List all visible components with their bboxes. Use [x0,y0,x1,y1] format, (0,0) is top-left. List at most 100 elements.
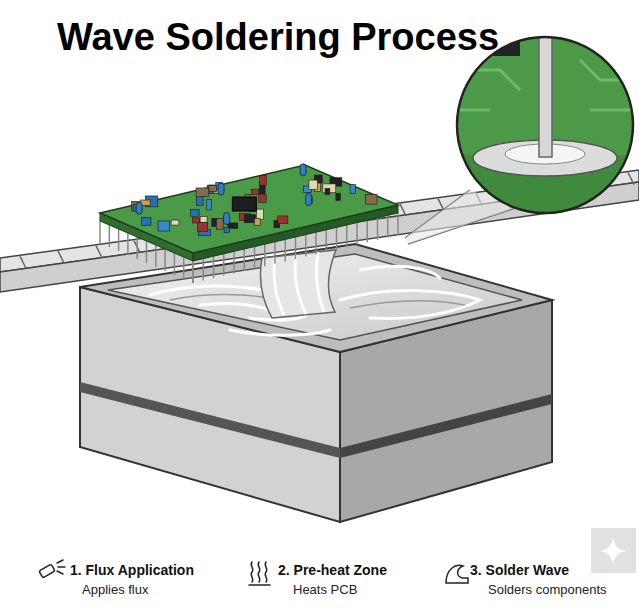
pin [213,256,215,278]
conveyor-slat [628,173,634,185]
pin [146,241,148,263]
component [259,194,266,202]
heat-wave [251,562,253,582]
solder-wave [260,250,336,318]
conveyor-slat [20,256,26,268]
pin [285,239,287,261]
conveyor-slat [96,246,102,258]
pin [203,259,205,281]
trace [580,60,639,80]
pin [244,249,246,271]
step-heading: 2. Pre-heat Zone [278,562,387,578]
pin [223,254,225,276]
component [193,218,200,223]
spray [58,566,65,568]
pin [136,237,138,259]
wave-symbol [446,565,468,583]
component [171,220,179,225]
pin [183,257,185,279]
pin [192,261,194,283]
swirl [350,301,465,308]
wave-stripe [295,255,306,314]
capacitor [218,183,224,195]
component [325,188,330,194]
pin [377,218,379,240]
zoom-callout [405,35,639,244]
trace [460,109,490,112]
pcb-components [132,164,377,236]
conveyor-slat [438,199,444,211]
component [142,218,151,226]
pin [367,220,369,242]
pin [274,242,276,264]
pin [305,235,307,257]
capacitor [306,193,312,205]
component [207,199,212,210]
pin [109,225,111,247]
pin [233,251,235,273]
ic-chip [232,197,256,211]
spray [57,571,63,574]
pin [164,249,166,271]
component [224,227,230,232]
component [350,184,355,193]
step-heading: 3. Solder Wave [470,562,569,578]
tank-band [80,382,340,458]
step-description: Heats PCB [293,582,357,597]
sparkle-badge [591,528,636,573]
pin [397,213,399,235]
pcb [100,164,398,283]
pin [326,230,328,252]
component [196,188,209,196]
heat-base [249,584,270,586]
component [252,189,259,194]
pcb-board [100,165,398,253]
step-description: Solders components [488,582,607,597]
zoom-circle [457,37,633,213]
step-description: Applies flux [82,582,148,597]
pin [99,221,101,243]
pin [346,225,348,247]
component [190,209,199,216]
step-heading: 1. Flux Application [70,562,194,578]
pin [254,247,256,269]
solder-tank [80,244,552,522]
zoom-board [455,35,635,215]
component [197,222,207,231]
pin [264,244,266,266]
heat-wave [265,562,267,582]
wave-stripe [316,252,324,312]
capacitor [300,164,306,176]
component [260,176,266,186]
component [196,196,203,206]
component [255,218,261,225]
component [209,186,217,192]
pin [336,227,338,249]
component [216,219,223,229]
step-icons [39,560,468,585]
component [278,216,288,224]
diagram-title: Wave Soldering Process [57,16,499,59]
component [309,180,317,189]
wave-highlights [274,252,324,315]
pin [155,245,157,267]
component [158,221,169,231]
capacitor [136,202,142,214]
heat-wave [258,562,260,582]
tank-band [340,394,552,458]
pin [118,229,120,251]
nozzle [39,564,55,578]
component-pin [539,35,552,157]
flux-icon [39,560,65,578]
swirl [340,291,480,319]
conveyor-slat [400,204,406,216]
pin [356,223,358,245]
conveyor-slat [58,251,64,263]
pin [315,232,317,254]
component [365,195,377,204]
pin [127,233,129,255]
tank-rim [80,244,552,352]
badge-back [591,528,636,573]
wave-stripe [274,258,284,315]
